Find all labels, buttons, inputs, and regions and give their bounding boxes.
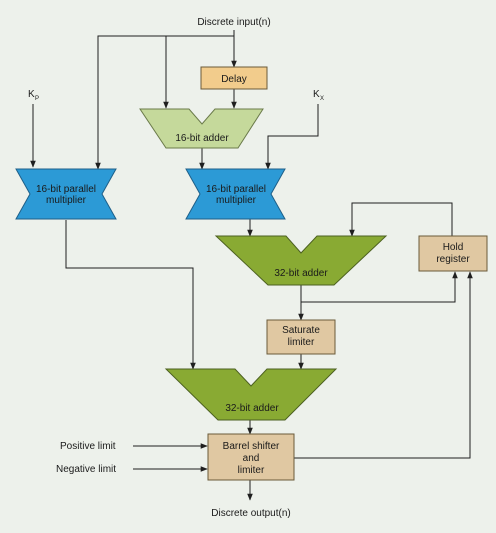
svg-text:K: K <box>313 89 320 100</box>
delay-block: Delay <box>200 66 268 90</box>
kp-label: K P <box>28 89 39 102</box>
discrete-output-label: Discrete output(n) <box>211 508 290 519</box>
hold-register-line2: register <box>436 254 470 265</box>
svg-text:P: P <box>35 96 39 102</box>
adder-16bit: 16-bit adder <box>139 108 264 149</box>
discrete-input-label: Discrete input(n) <box>197 17 270 28</box>
positive-limit-label: Positive limit <box>60 441 116 452</box>
adder-32bit-top: 32-bit adder <box>214 235 388 286</box>
adder-16bit-label: 16-bit adder <box>175 133 229 144</box>
multiplier-right-line1: 16-bit parallel <box>206 184 266 195</box>
hold-register-line1: Hold <box>443 242 464 253</box>
connection-wires <box>30 30 473 501</box>
multiplier-left-line2: multiplier <box>46 195 87 206</box>
multiplier-left: 16-bit parallel multiplier <box>15 168 117 220</box>
barrel-line3: limiter <box>238 465 265 476</box>
adder-32bit-bottom: 32-bit adder <box>164 368 338 421</box>
multiplier-right-line2: multiplier <box>216 195 257 206</box>
multiplier-right: 16-bit parallel multiplier <box>185 168 286 220</box>
saturate-limiter: Saturate limiter <box>266 319 336 355</box>
adder-32bit-top-label: 32-bit adder <box>274 268 328 279</box>
delay-label: Delay <box>221 74 247 85</box>
svg-text:X: X <box>320 96 324 102</box>
multiplier-left-line1: 16-bit parallel <box>36 184 96 195</box>
barrel-line2: and <box>243 453 260 464</box>
negative-limit-label: Negative limit <box>56 464 116 475</box>
barrel-line1: Barrel shifter <box>223 441 280 452</box>
saturate-limiter-line1: Saturate <box>282 325 320 336</box>
barrel-shifter-limiter: Barrel shifter and limiter <box>207 433 295 481</box>
saturate-limiter-line2: limiter <box>288 337 315 348</box>
hold-register: Hold register <box>418 235 488 272</box>
kx-label: K X <box>313 89 324 102</box>
adder-32bit-bottom-label: 32-bit adder <box>225 403 279 414</box>
svg-text:K: K <box>28 89 35 100</box>
